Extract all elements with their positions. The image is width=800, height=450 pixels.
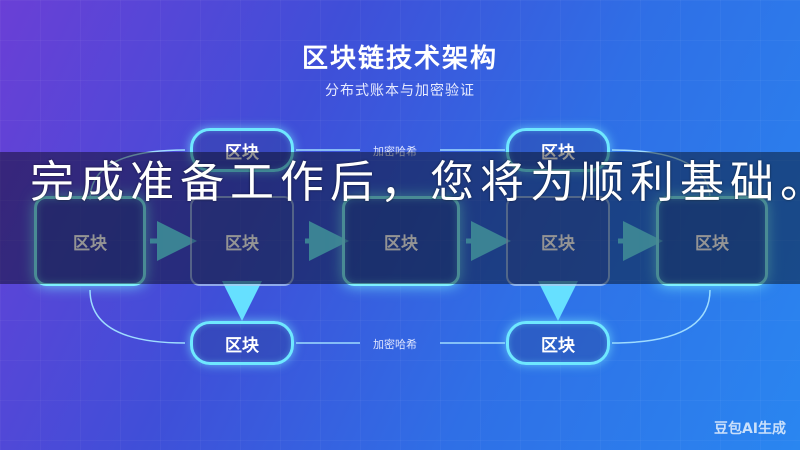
block-top-left: 区块 [190,128,294,172]
block-mid-4: 区块 [506,196,610,286]
block-mid-1: 区块 [34,196,146,286]
block-mid-3: 区块 [342,196,460,286]
diagram-subtitle: 分布式账本与加密验证 [325,83,475,99]
block-bottom-left: 区块 [190,321,294,365]
curve-link [89,289,186,344]
curve-link [89,149,186,201]
hash-label-bottom: 加密哈希 [373,338,417,351]
caption-band [0,152,800,284]
caption-text: 完成准备工作后，您将为顺利基础。 [30,157,800,208]
block-mid-2: 区块 [190,196,294,286]
block-top-right: 区块 [506,128,610,172]
watermark: 豆包AI生成 [713,421,786,437]
block-bottom-right: 区块 [506,321,610,365]
diagram-title: 区块链技术架构 [301,44,498,74]
hash-label-top: 加密哈希 [373,145,417,158]
block-mid-5: 区块 [656,196,768,286]
curve-link [611,149,711,201]
curve-link [611,289,711,344]
